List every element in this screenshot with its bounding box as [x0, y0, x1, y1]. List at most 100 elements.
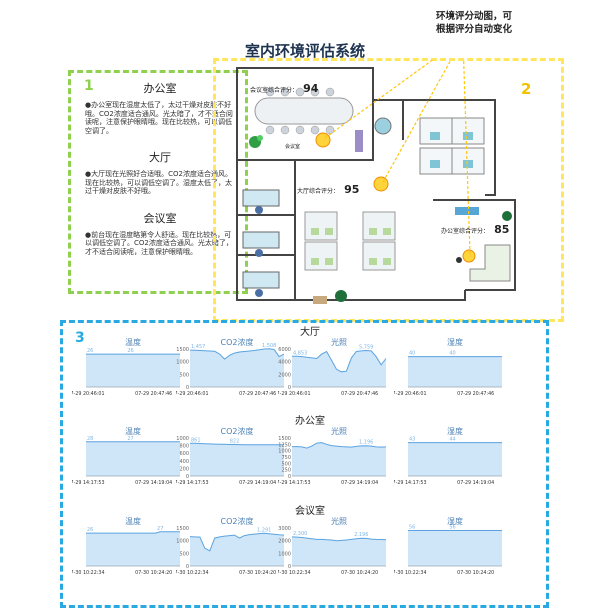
y-tick-label: 0: [288, 385, 291, 391]
chart-title: 光照: [331, 426, 347, 436]
y-tick-label: 200: [179, 466, 189, 472]
peak-value-label: 1,508: [262, 343, 276, 349]
series-line: [189, 532, 285, 552]
x-tick-label: 07-29 20:46:01: [278, 391, 311, 397]
start-value-label: 26: [87, 348, 93, 354]
y-tick-label: 500: [179, 372, 189, 378]
x-tick-label: 07-30 10:22:34: [278, 570, 311, 576]
y-tick-label: 400: [179, 459, 189, 465]
chart-title: 湿度: [447, 426, 463, 436]
chart-title: CO2浓度: [221, 516, 254, 526]
series-line: [291, 536, 387, 542]
chart-title: 湿度: [447, 337, 463, 347]
advice-meeting: 会议室 ●前台现在湿度略第令人舒适。现在比较热，可以调低空调了。CO2浓度适合通…: [85, 210, 235, 257]
hall-score-label: 大厅综合评分：: [297, 188, 340, 195]
hall-score: 大厅综合评分： 95: [297, 178, 359, 197]
chart-title: CO2浓度: [221, 426, 254, 436]
panel-room-advice: [68, 70, 248, 294]
meeting-room-note: 会议室: [285, 144, 301, 150]
advice-hall-text: ●大厅现在光照好合适哦。CO2浓度适合通风。现在比较热，可以调低空调了。湿度太低…: [85, 170, 232, 195]
x-tick-label: 07-30 10:22:34: [72, 570, 105, 576]
y-tick-label: 1500: [278, 436, 291, 442]
area-fill: [292, 442, 386, 476]
sun-icon-office: [462, 249, 476, 263]
start-value-label: 56: [409, 525, 415, 531]
area-fill: [292, 536, 386, 566]
y-tick-label: 6000: [278, 347, 291, 353]
area-fill: [408, 442, 502, 476]
x-tick-label: 07-29 20:47:46: [457, 391, 494, 397]
x-tick-label: 07-29 20:46:01: [72, 391, 105, 397]
area-fill: [190, 348, 284, 387]
peak-value-label: 26: [127, 348, 133, 354]
x-tick-label: 07-29 20:46:01: [394, 391, 427, 397]
sun-icon-meeting: [315, 132, 331, 148]
advice-hall-name: 大厅: [149, 151, 171, 164]
peak-value-label: 40: [449, 351, 455, 357]
x-tick-label: 07-29 20:46:01: [176, 391, 209, 397]
floorplan: [236, 60, 516, 304]
x-tick-label: 07-29 14:17:53: [176, 480, 209, 486]
office-score: 办公室综合评分： 85: [441, 218, 509, 237]
hall-desks: [304, 211, 396, 271]
area-fill: [86, 354, 180, 387]
x-tick-label: 07-29 14:19:04: [135, 480, 172, 486]
series-line: [292, 349, 387, 373]
start-value-label: 28: [87, 436, 93, 442]
x-tick-label: 07-30 10:24:20: [341, 570, 378, 576]
area-fill: [86, 531, 180, 566]
series-line: [190, 442, 284, 446]
chart-title: 光照: [331, 337, 347, 347]
y-tick-label: 4000: [278, 360, 291, 366]
callout-note: 环境评分动图，可 根据评分自动变化: [436, 10, 512, 36]
area-fill: [292, 350, 386, 387]
area-fill: [86, 441, 180, 476]
top-right-chairs: [430, 132, 473, 168]
hall-plant-icon: [335, 290, 347, 302]
y-tick-label: 800: [179, 444, 189, 450]
panel-number-1: 1: [84, 78, 94, 94]
panel-sensor-charts: [60, 320, 549, 608]
x-tick-label: 07-29 14:19:04: [239, 480, 276, 486]
peak-value-label: 1,196: [359, 440, 373, 446]
peak-value-label: 56: [449, 525, 455, 531]
chart-title: 温度: [125, 426, 141, 436]
peak-value-label: 5,759: [359, 345, 373, 351]
x-tick-label: 07-30 10:22:34: [394, 570, 427, 576]
start-value-label: 4,853: [293, 350, 307, 356]
callout-line-2: 根据评分自动变化: [436, 24, 513, 35]
x-tick-label: 07-30 10:22:34: [176, 570, 209, 576]
advice-office-name: 办公室: [143, 82, 177, 95]
advice-office: 办公室 ●办公室现在湿度太低了，太过干燥对皮肤不好哦。CO2浓度适合通风。光太暗…: [85, 80, 235, 135]
section-title: 大厅: [300, 327, 320, 338]
callout-line-1: 环境评分动图，可: [436, 11, 513, 22]
meeting-table-group: [254, 87, 354, 135]
y-tick-label: 1000: [176, 360, 189, 366]
y-tick-label: 0: [186, 474, 189, 480]
peak-value-label: 44: [449, 437, 455, 443]
panel-number-3: 3: [75, 330, 85, 346]
y-tick-label: 250: [281, 468, 291, 474]
y-tick-label: 600: [179, 451, 189, 457]
office-furniture: [455, 207, 512, 282]
y-tick-label: 0: [186, 564, 189, 570]
y-tick-label: 2000: [278, 539, 291, 545]
advice-list: 办公室 ●办公室现在湿度太低了，太过干燥对皮肤不好哦。CO2浓度适合通风。光太暗…: [85, 80, 235, 256]
y-tick-label: 1250: [278, 442, 291, 448]
hall-chairs: [311, 228, 391, 265]
bookshelf-icon: [355, 130, 363, 152]
y-tick-label: 3000: [278, 526, 291, 532]
chart-title: CO2浓度: [221, 337, 254, 347]
y-tick-label: 2000: [278, 372, 291, 378]
chart-title: 温度: [125, 516, 141, 526]
x-tick-label: 07-29 14:19:04: [457, 480, 494, 486]
x-tick-label: 07-29 20:47:46: [135, 391, 172, 397]
hall-cabinet: [313, 296, 327, 304]
peak-value-label: 27: [127, 436, 133, 442]
office-score-value: 85: [494, 223, 510, 236]
